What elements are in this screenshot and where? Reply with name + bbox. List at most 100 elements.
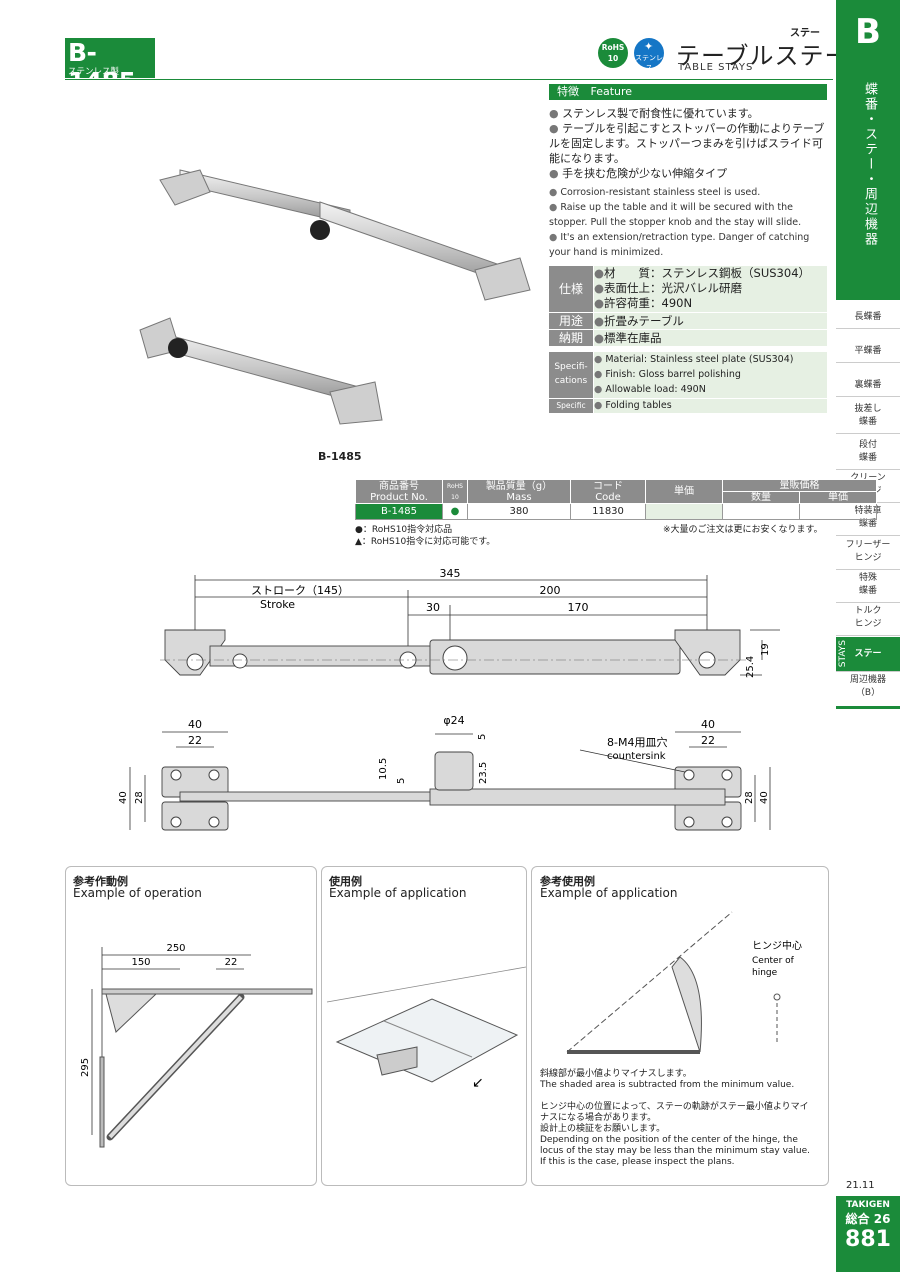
delivery-value: ●標準在庫品 [594,330,827,346]
panel-reference: 参考使用例 Example of application ヒンジ中心 Cente… [531,866,829,1186]
feature-jp-1: ● テーブルを引起こすとストッパーの作動によりテーブルを固定します。ストッパーつ… [549,122,825,165]
note-rohs1: ●：RoHS10指令対応品 [355,525,453,535]
panel1-title-en: Example of operation [73,886,202,900]
dim-150: 150 [131,957,150,968]
index-item-stays[interactable]: ステー [836,637,900,672]
th-qty: 数量 [722,491,800,504]
index-item-7[interactable]: フリーザーヒンジ [836,539,900,570]
feature-header-jp: 特徴 [557,85,579,98]
dim-22-left: 22 [188,734,202,747]
page-title: テーブルステー [676,42,850,70]
spec-jp-block: 仕様 ●材 質：ステンレス鋼板（SUS304） ●表面仕上：光沢バレル研磨 ●許… [549,266,827,346]
revision-date: 21.11 [846,1180,875,1191]
spec-values: ●材 質：ステンレス鋼板（SUS304） ●表面仕上：光沢バレル研磨 ●許容荷重… [594,266,827,312]
dim-250: 250 [166,943,185,954]
dim-stroke-en: Stroke [260,598,295,611]
cell-code: 11830 [570,503,646,520]
table-row: B-1485 ● 380 11830 [355,503,877,520]
feature-jp-0: ● ステンレス製で耐食性に優れています。 [549,107,759,120]
spec-label-en: Specifi-cations [549,352,593,398]
dim-40-vl: 40 [118,791,129,804]
index-item-4[interactable]: 段付蝶番 [836,439,900,470]
stay-photo-upper [159,169,531,301]
product-code-box: B-1485 ステンレス製 [65,38,155,96]
section-tab: 蝶番・ステー・周辺機器 [836,64,900,300]
th-bulk: 量販価格 [722,479,877,492]
index-item-9[interactable]: トルクヒンジ [836,605,900,636]
spec-en-block: Specifi-cations ● Material: Stainless st… [549,352,827,424]
stay-photo-lower [139,317,383,425]
panel2-title-en: Example of application [329,886,467,900]
dim-28-vl: 28 [134,791,145,804]
product-code: B-1485 [68,38,136,96]
stainless-badge-label: ステンレス [635,54,663,72]
hinge-label-en2: hinge [752,968,778,978]
dim-28-vr: 28 [744,791,755,804]
dim-5: 5 [396,778,407,784]
rohs-badge: RoHS 10 [598,38,628,68]
panel3-notes: 斜線部が最小値よりマイナスします。 The shaded area is sub… [540,1069,811,1167]
panel-application: 使用例 Example of application ↙ [321,866,527,1186]
dim-40-left: 40 [188,718,202,731]
cell-rohs: ● [442,503,468,520]
stopper-knob-lower [168,338,188,358]
panel3-title-en: Example of application [540,886,678,900]
page-title-en: TABLE STAYS [678,62,754,73]
cell-mass: 380 [467,503,571,520]
hinge-label-en1: Center of [752,956,795,966]
drawing-top-view: 40 22 φ24 5 40 22 8-M4用皿穴 countersink 10… [118,714,771,831]
stopper-knob-upper [310,220,330,240]
shaded-area [671,956,702,1053]
category-label: ステー [790,28,820,39]
dim-phi24: φ24 [443,714,464,727]
index-item-2[interactable]: 裏蝶番 [836,374,900,397]
dim-30: 30 [426,601,440,614]
index-item-8[interactable]: 特殊蝶番 [836,572,900,603]
star-icon: ✦ [644,40,654,53]
panel-operation: 参考作動例 Example of operation 250 150 22 29… [65,866,317,1186]
index-item-peripheral[interactable]: 周辺機器（B） [836,671,900,709]
dim-40-vr: 40 [759,791,770,804]
rohs-badge-line2: 10 [607,54,619,63]
hole-label-en: countersink [607,751,666,762]
dim-170: 170 [568,601,589,614]
brand-label: TAKIGEN [846,1200,890,1210]
section-tab-letter[interactable]: B [836,0,900,64]
spec-values-en: ● Material: Stainless steel plate (SUS30… [594,352,827,398]
product-photo [139,169,531,425]
cell-product: B-1485 [355,503,443,520]
hinge-label-jp: ヒンジ中心 [752,939,802,952]
dim-19: 19 [760,643,771,656]
th-mass: 製品質量（g）Mass [467,479,571,504]
use-value-en: ● Folding tables [594,399,827,413]
dim-5-top: 5 [477,734,488,740]
section-tab-label: 蝶番・ステー・周辺機器 [862,82,877,247]
dim-total: 345 [440,567,461,580]
panel1-title-jp: 参考作動例 [73,875,128,888]
dim-254: 25.4 [745,656,756,678]
cell-unit [799,503,877,520]
feature-en-0: ● Corrosion-resistant stainless steel is… [549,187,761,198]
dim-22: 22 [225,957,238,968]
cell-qty [722,503,800,520]
header-divider [65,79,833,80]
index-item-1[interactable]: 平蝶番 [836,340,900,363]
dim-stroke: ストローク（145） [251,584,349,597]
th-price: 単価 [645,479,723,504]
hole-label-jp: 8-M4用皿穴 [607,735,667,749]
dim-295: 295 [80,1058,91,1077]
application-illustration: ↙ [326,966,526,1091]
note-bulk: ※大量のご注文は更にお安くなります。 [663,525,823,535]
index-item-0[interactable]: 長蝶番 [836,306,900,329]
dim-23-5: 23.5 [478,762,489,784]
catalog-label: 総合 26 [845,1212,891,1226]
use-label: 用途 [549,313,593,329]
note-rohs2: ▲：RoHS10指令に対応可能です。 [355,537,496,547]
index-item-3[interactable]: 抜差し蝶番 [836,403,900,434]
stainless-badge: ✦ ステンレス [634,38,664,72]
figure-label: B-1485 [318,450,362,463]
dim-200: 200 [540,584,561,597]
